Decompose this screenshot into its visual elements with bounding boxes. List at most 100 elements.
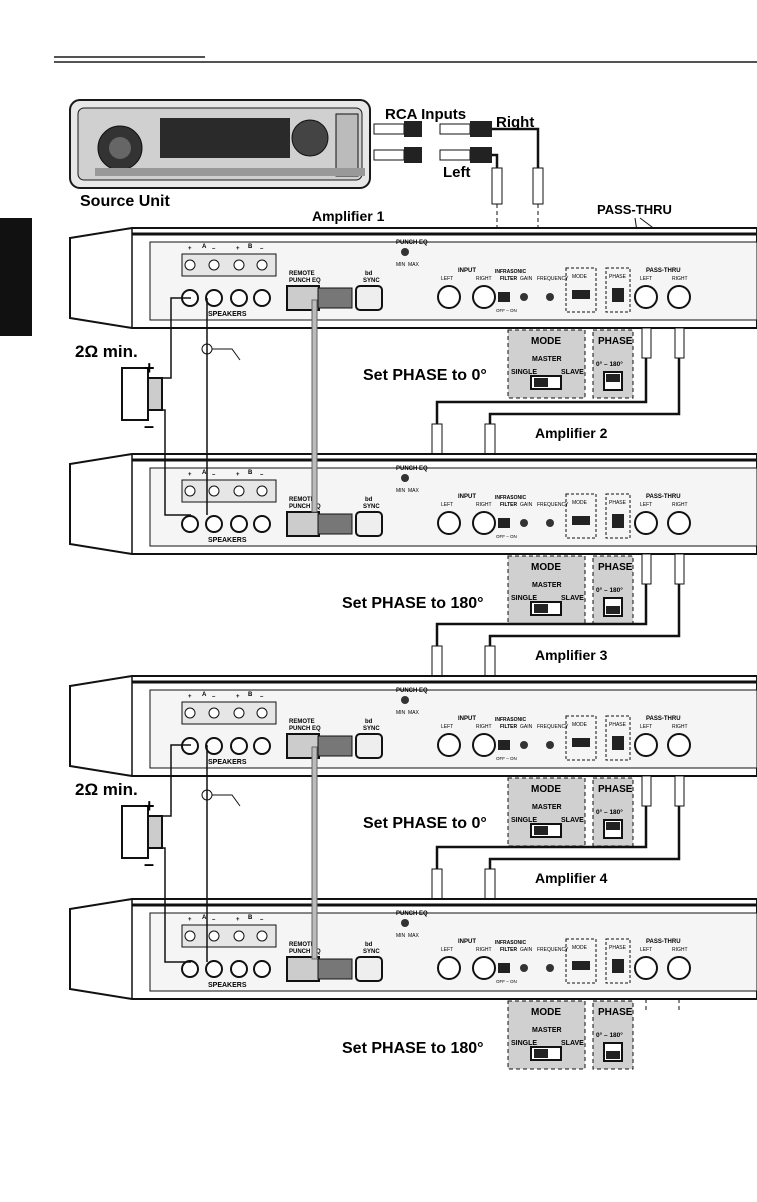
gain-knob-icon: [520, 741, 528, 749]
svg-text:PUNCH EQ: PUNCH EQ: [396, 688, 428, 694]
speakers-label: SPEAKERS: [208, 759, 247, 766]
phase-switch-icon: [612, 288, 624, 302]
min-impedance-label-1: 2Ω min.: [75, 342, 138, 361]
svg-text:–: –: [260, 246, 264, 252]
remote-jack-icon: [286, 511, 320, 537]
svg-text:FILTER: FILTER: [500, 502, 518, 508]
svg-text:PUNCH EQ: PUNCH EQ: [289, 504, 321, 510]
amplifier-name: Amplifier 1: [312, 208, 385, 224]
frequency-knob-icon: [546, 964, 554, 972]
svg-text:LEFT: LEFT: [640, 724, 652, 730]
svg-text:B: B: [248, 470, 253, 476]
svg-text:bd: bd: [365, 497, 373, 503]
source-display: [160, 118, 290, 158]
input-right-jack-icon: [472, 733, 496, 757]
sync-jack-icon: [355, 511, 383, 537]
speaker-terminal-icon: [230, 515, 248, 533]
svg-text:SINGLE: SINGLE: [511, 817, 537, 824]
svg-text:PASS-THRU: PASS-THRU: [646, 268, 681, 274]
gain-knob-icon: [520, 519, 528, 527]
svg-text:PUNCH EQ: PUNCH EQ: [289, 949, 321, 955]
punch-eq-knob-icon: [401, 696, 409, 704]
svg-text:MODE: MODE: [531, 784, 561, 795]
svg-text:RIGHT: RIGHT: [672, 724, 688, 730]
svg-text:SLAVE: SLAVE: [561, 369, 584, 376]
svg-text:RIGHT: RIGHT: [476, 276, 492, 282]
svg-text:MODE: MODE: [531, 336, 561, 347]
svg-text:RIGHT: RIGHT: [672, 502, 688, 508]
speaker-terminal-icon: [205, 737, 223, 755]
punch-eq-knob-icon: [401, 248, 409, 256]
mode-switch-icon: [572, 290, 590, 299]
speaker-terminal-icon: [181, 515, 199, 533]
svg-text:MIN: MIN: [396, 933, 406, 939]
svg-text:RIGHT: RIGHT: [672, 947, 688, 953]
punch-eq-knob-icon: [401, 474, 409, 482]
svg-text:LEFT: LEFT: [640, 502, 652, 508]
speakers-label: SPEAKERS: [208, 311, 247, 318]
svg-text:LEFT: LEFT: [441, 947, 453, 953]
svg-text:FILTER: FILTER: [500, 276, 518, 282]
svg-text:LEFT: LEFT: [441, 502, 453, 508]
svg-text:OFF – ON: OFF – ON: [496, 308, 517, 313]
svg-text:FILTER: FILTER: [500, 724, 518, 730]
svg-text:+: +: [188, 694, 192, 700]
svg-text:–: –: [260, 917, 264, 923]
svg-text:MODE: MODE: [572, 274, 588, 280]
pass-thru-callout: PASS-THRU: [597, 202, 672, 217]
svg-text:MODE: MODE: [531, 1007, 561, 1018]
side-tab: [0, 218, 32, 336]
remote-cable-2: [311, 746, 318, 960]
svg-text:REMOTE: REMOTE: [289, 719, 315, 725]
svg-text:MODE: MODE: [572, 722, 588, 728]
pass-thru-left-jack-icon: [634, 733, 658, 757]
svg-text:MODE: MODE: [531, 562, 561, 573]
svg-text:REMOTE: REMOTE: [289, 271, 315, 277]
svg-text:INPUT: INPUT: [458, 939, 476, 945]
svg-text:MASTER: MASTER: [532, 356, 562, 363]
svg-text:GAIN: GAIN: [520, 502, 533, 508]
svg-text:MAX: MAX: [408, 933, 420, 939]
left-label: Left: [443, 164, 471, 181]
svg-text:0° – 180°: 0° – 180°: [596, 586, 623, 594]
mode-switch-icon: [572, 738, 590, 747]
svg-text:PHASE: PHASE: [609, 722, 627, 728]
svg-text:bd: bd: [365, 719, 373, 725]
amplifier-name: Amplifier 3: [535, 647, 608, 663]
svg-text:RIGHT: RIGHT: [476, 502, 492, 508]
svg-text:INFRASONIC: INFRASONIC: [495, 269, 527, 275]
min-impedance-label-2: 2Ω min.: [75, 780, 138, 799]
speaker-wire-1: [162, 297, 208, 516]
svg-text:PHASE: PHASE: [609, 500, 627, 506]
svg-text:PASS-THRU: PASS-THRU: [646, 939, 681, 945]
svg-text:MODE: MODE: [572, 500, 588, 506]
speakers-label: SPEAKERS: [208, 982, 247, 989]
speaker-1: 2Ω min. + –: [75, 342, 241, 436]
svg-text:PASS-THRU: PASS-THRU: [646, 716, 681, 722]
speaker-terminal-icon: [205, 960, 223, 978]
speaker-terminal-icon: [253, 960, 271, 978]
mode-switch-icon: [572, 961, 590, 970]
speaker-terminal-icon: [230, 960, 248, 978]
svg-text:RIGHT: RIGHT: [476, 724, 492, 730]
pass-thru-cable-2: [431, 553, 685, 681]
svg-text:bd: bd: [365, 942, 373, 948]
svg-text:MASTER: MASTER: [532, 804, 562, 811]
svg-text:PHASE: PHASE: [598, 562, 633, 573]
speaker-terminal-icon: [230, 737, 248, 755]
gain-knob-icon: [520, 964, 528, 972]
frequency-knob-icon: [546, 519, 554, 527]
speaker-terminal-icon: [253, 515, 271, 533]
speaker-terminal-icon: [253, 289, 271, 307]
phase-instruction: Set PHASE to 0°: [363, 815, 487, 832]
input-left-jack-icon: [437, 956, 461, 980]
svg-text:INPUT: INPUT: [458, 494, 476, 500]
svg-text:bd: bd: [365, 271, 373, 277]
pass-thru-left-jack-icon: [634, 956, 658, 980]
svg-text:REMOTE: REMOTE: [289, 497, 315, 503]
svg-text:SINGLE: SINGLE: [511, 595, 537, 602]
frequency-knob-icon: [546, 741, 554, 749]
svg-text:0° – 180°: 0° – 180°: [596, 808, 623, 816]
